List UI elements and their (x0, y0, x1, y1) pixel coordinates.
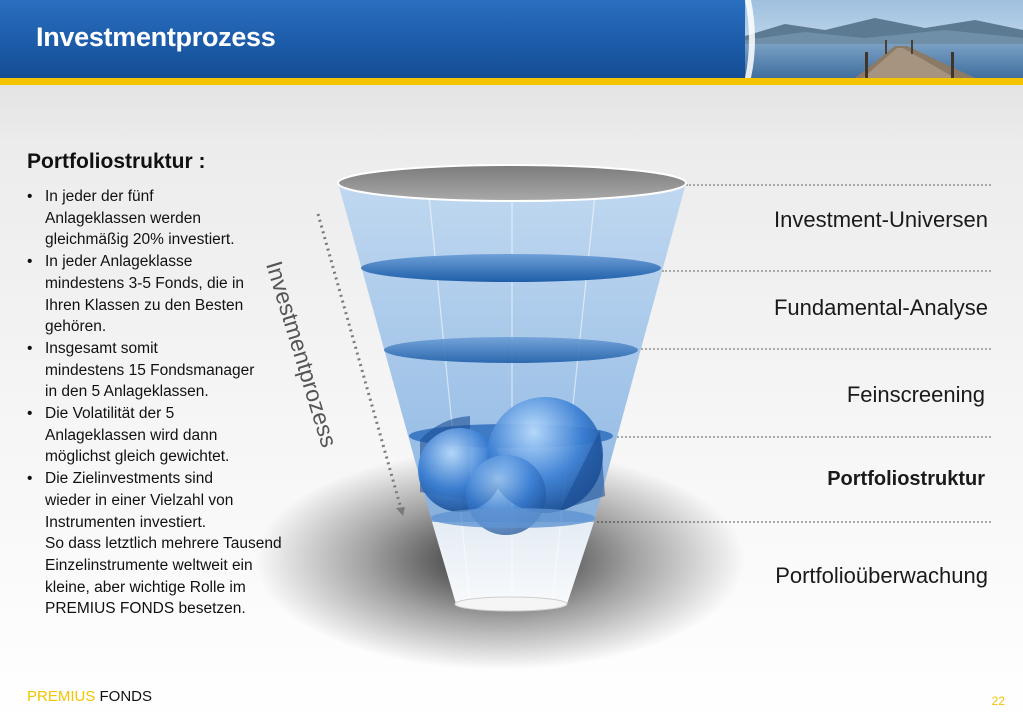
brand-part-fonds: FONDS (99, 688, 153, 705)
bullet-line: kleine, aber wichtige Rolle im (45, 578, 246, 596)
brand-logo: PREMIUS FONDS (27, 688, 152, 705)
bullet-line: Die Zielinvestments sind (45, 470, 213, 488)
section-heading: Portfoliostruktur : (27, 150, 206, 173)
stage-label-fundamental-analyse: Fundamental-Analyse (773, 295, 988, 320)
bullet-item: Die Volatilität der 5 Anlageklassen wird… (25, 403, 325, 468)
bullet-line: gehören. (45, 318, 107, 336)
header-lake-pier-image (745, 0, 1023, 78)
brand-part-premius: PREMIUS (27, 688, 96, 705)
stage-label-feinscreening: Feinscreening (846, 382, 985, 407)
stage-divider (592, 521, 991, 523)
stage-divider (638, 348, 991, 350)
bullet-line: in den 5 Anlageklassen. (45, 383, 209, 401)
bullet-line: Anlageklassen werden (45, 209, 201, 227)
stage-label-portfolioueberwachung: Portfolioüberwachung (775, 563, 988, 588)
bullet-item: In jeder der fünf Anlageklassen werden g… (25, 186, 325, 251)
bullet-item: Die Zielinvestments sind wieder in einer… (25, 468, 325, 620)
page-number: 22 (991, 694, 1005, 708)
stage-divider (686, 184, 991, 186)
page-title: Investmentprozess (36, 22, 276, 52)
bullet-line: In jeder der fünf (45, 188, 154, 205)
bullet-line: Die Volatilität der 5 (45, 405, 175, 423)
bullet-line: So dass letztlich mehrere Tausend (45, 535, 282, 553)
bullet-item: In jeder Anlageklasse mindestens 3-5 Fon… (25, 251, 325, 338)
stage-divider (614, 436, 991, 438)
bullet-item: Insgesamt somit mindestens 15 Fondsmanag… (25, 338, 325, 403)
bullet-line: mindestens 15 Fondsmanager (45, 361, 255, 379)
bullet-line: gleichmäßig 20% investiert. (45, 231, 235, 249)
portfolio-structure-text: Portfoliostruktur : In jeder der fünf An… (25, 150, 325, 620)
bullet-line: Insgesamt somit (45, 339, 158, 357)
header-accent-band (0, 78, 1023, 85)
bullet-list: In jeder der fünf Anlageklassen werden g… (25, 186, 325, 620)
bullet-line: Ihren Klassen zu den Besten (45, 296, 244, 314)
stage-divider (662, 270, 991, 272)
stage-label-portfoliostruktur: Portfoliostruktur (827, 468, 985, 490)
bullet-line: PREMIUS FONDS besetzen. (45, 600, 246, 618)
bullet-line: Einzelinstrumente weltweit ein (45, 556, 253, 574)
bullet-line: In jeder Anlageklasse (45, 253, 193, 271)
bullet-line: wieder in einer Vielzahl von (45, 491, 234, 509)
stage-label-investment-universen: Investment-Universen (774, 207, 988, 232)
bullet-line: Instrumenten investiert. (45, 513, 207, 531)
bullet-line: mindestens 3-5 Fonds, die in (45, 274, 245, 292)
bullet-line: Anlageklassen wird dann (45, 426, 218, 444)
bullet-line: möglichst gleich gewichtet. (45, 448, 230, 466)
